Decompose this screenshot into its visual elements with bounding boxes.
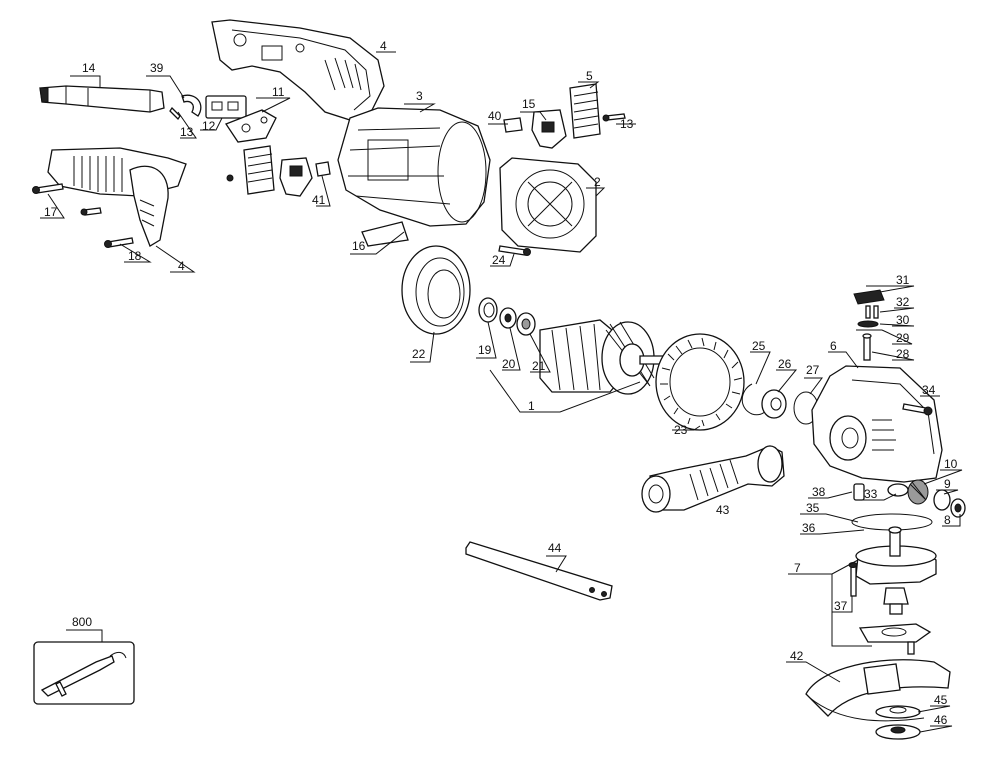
- label-17: 17: [44, 205, 58, 219]
- baffle: [401, 245, 471, 335]
- label-7: 7: [794, 561, 801, 575]
- flanges-45-46: [875, 705, 921, 740]
- screw-34: [902, 403, 933, 416]
- label-23: 23: [674, 423, 688, 437]
- screw-24: [498, 245, 531, 256]
- wheel-guard: [805, 659, 951, 722]
- label-40: 40: [488, 109, 502, 123]
- cord-protector: [39, 85, 165, 113]
- cord-clamp: [169, 94, 202, 121]
- side-handle: [641, 445, 785, 513]
- bearing-washers: [478, 297, 536, 336]
- label-26: 26: [778, 357, 792, 371]
- field-stator: [499, 157, 597, 253]
- label-46: 46: [934, 713, 948, 727]
- label-9: 9: [944, 477, 951, 491]
- label-16: 16: [352, 239, 366, 253]
- label-43: 43: [716, 503, 730, 517]
- label-44: 44: [548, 541, 562, 555]
- gear-parts-33-10-9-8: [853, 479, 966, 518]
- armature: [539, 319, 665, 395]
- label-12: 12: [202, 119, 216, 133]
- label-33: 33: [864, 487, 878, 501]
- brush-holder-left: [226, 145, 331, 197]
- switch-assembly: [205, 95, 277, 143]
- spindle-lock: [853, 289, 885, 361]
- gear-case: [811, 365, 943, 483]
- label-37: 37: [834, 599, 848, 613]
- label-41: 41: [312, 193, 326, 207]
- label-28: 28: [896, 347, 910, 361]
- label-5: 5: [586, 69, 593, 83]
- label-31: 31: [896, 273, 910, 287]
- label-19: 19: [478, 343, 492, 357]
- label-15: 15: [522, 97, 536, 111]
- label-32: 32: [896, 295, 910, 309]
- label-29: 29: [896, 331, 910, 345]
- label-13-left: 13: [180, 125, 194, 139]
- label-10: 10: [944, 457, 958, 471]
- retaining-ring-bearing: [741, 383, 819, 425]
- screw-37: [848, 562, 858, 597]
- label-11: 11: [272, 85, 285, 99]
- label-20: 20: [502, 357, 516, 371]
- leader-lines: [40, 51, 963, 733]
- label-8: 8: [944, 513, 951, 527]
- label-2: 2: [594, 175, 601, 189]
- label-21: 21: [532, 359, 546, 373]
- label-13-right: 13: [620, 117, 634, 131]
- rear-handle: [47, 147, 187, 247]
- motor-housing: [337, 107, 491, 247]
- label-1: 1: [528, 399, 535, 413]
- label-3: 3: [416, 89, 423, 103]
- label-800: 800: [72, 615, 92, 629]
- label-4-bottom: 4: [178, 259, 185, 273]
- spindle-assembly: [855, 526, 937, 655]
- brush-holder-right: [503, 83, 626, 149]
- spanner-wrench: [465, 541, 613, 601]
- label-39: 39: [150, 61, 164, 75]
- label-24: 24: [492, 253, 506, 267]
- callout-labels: 14 39 13 12 11 4 3 5 15 40 13 2 41 17 16…: [44, 39, 958, 727]
- label-34: 34: [922, 383, 936, 397]
- label-42: 42: [790, 649, 804, 663]
- label-18: 18: [128, 249, 142, 263]
- kit-800-box: [33, 641, 135, 705]
- label-45: 45: [934, 693, 948, 707]
- label-25: 25: [752, 339, 766, 353]
- screws-17-18: [32, 183, 134, 248]
- label-35: 35: [806, 501, 820, 515]
- fan: [655, 333, 745, 431]
- label-22: 22: [412, 347, 426, 361]
- label-36: 36: [802, 521, 816, 535]
- label-6: 6: [830, 339, 837, 353]
- label-27: 27: [806, 363, 820, 377]
- label-30: 30: [896, 313, 910, 327]
- label-38: 38: [812, 485, 826, 499]
- label-14: 14: [82, 61, 96, 75]
- label-4-top: 4: [380, 39, 387, 53]
